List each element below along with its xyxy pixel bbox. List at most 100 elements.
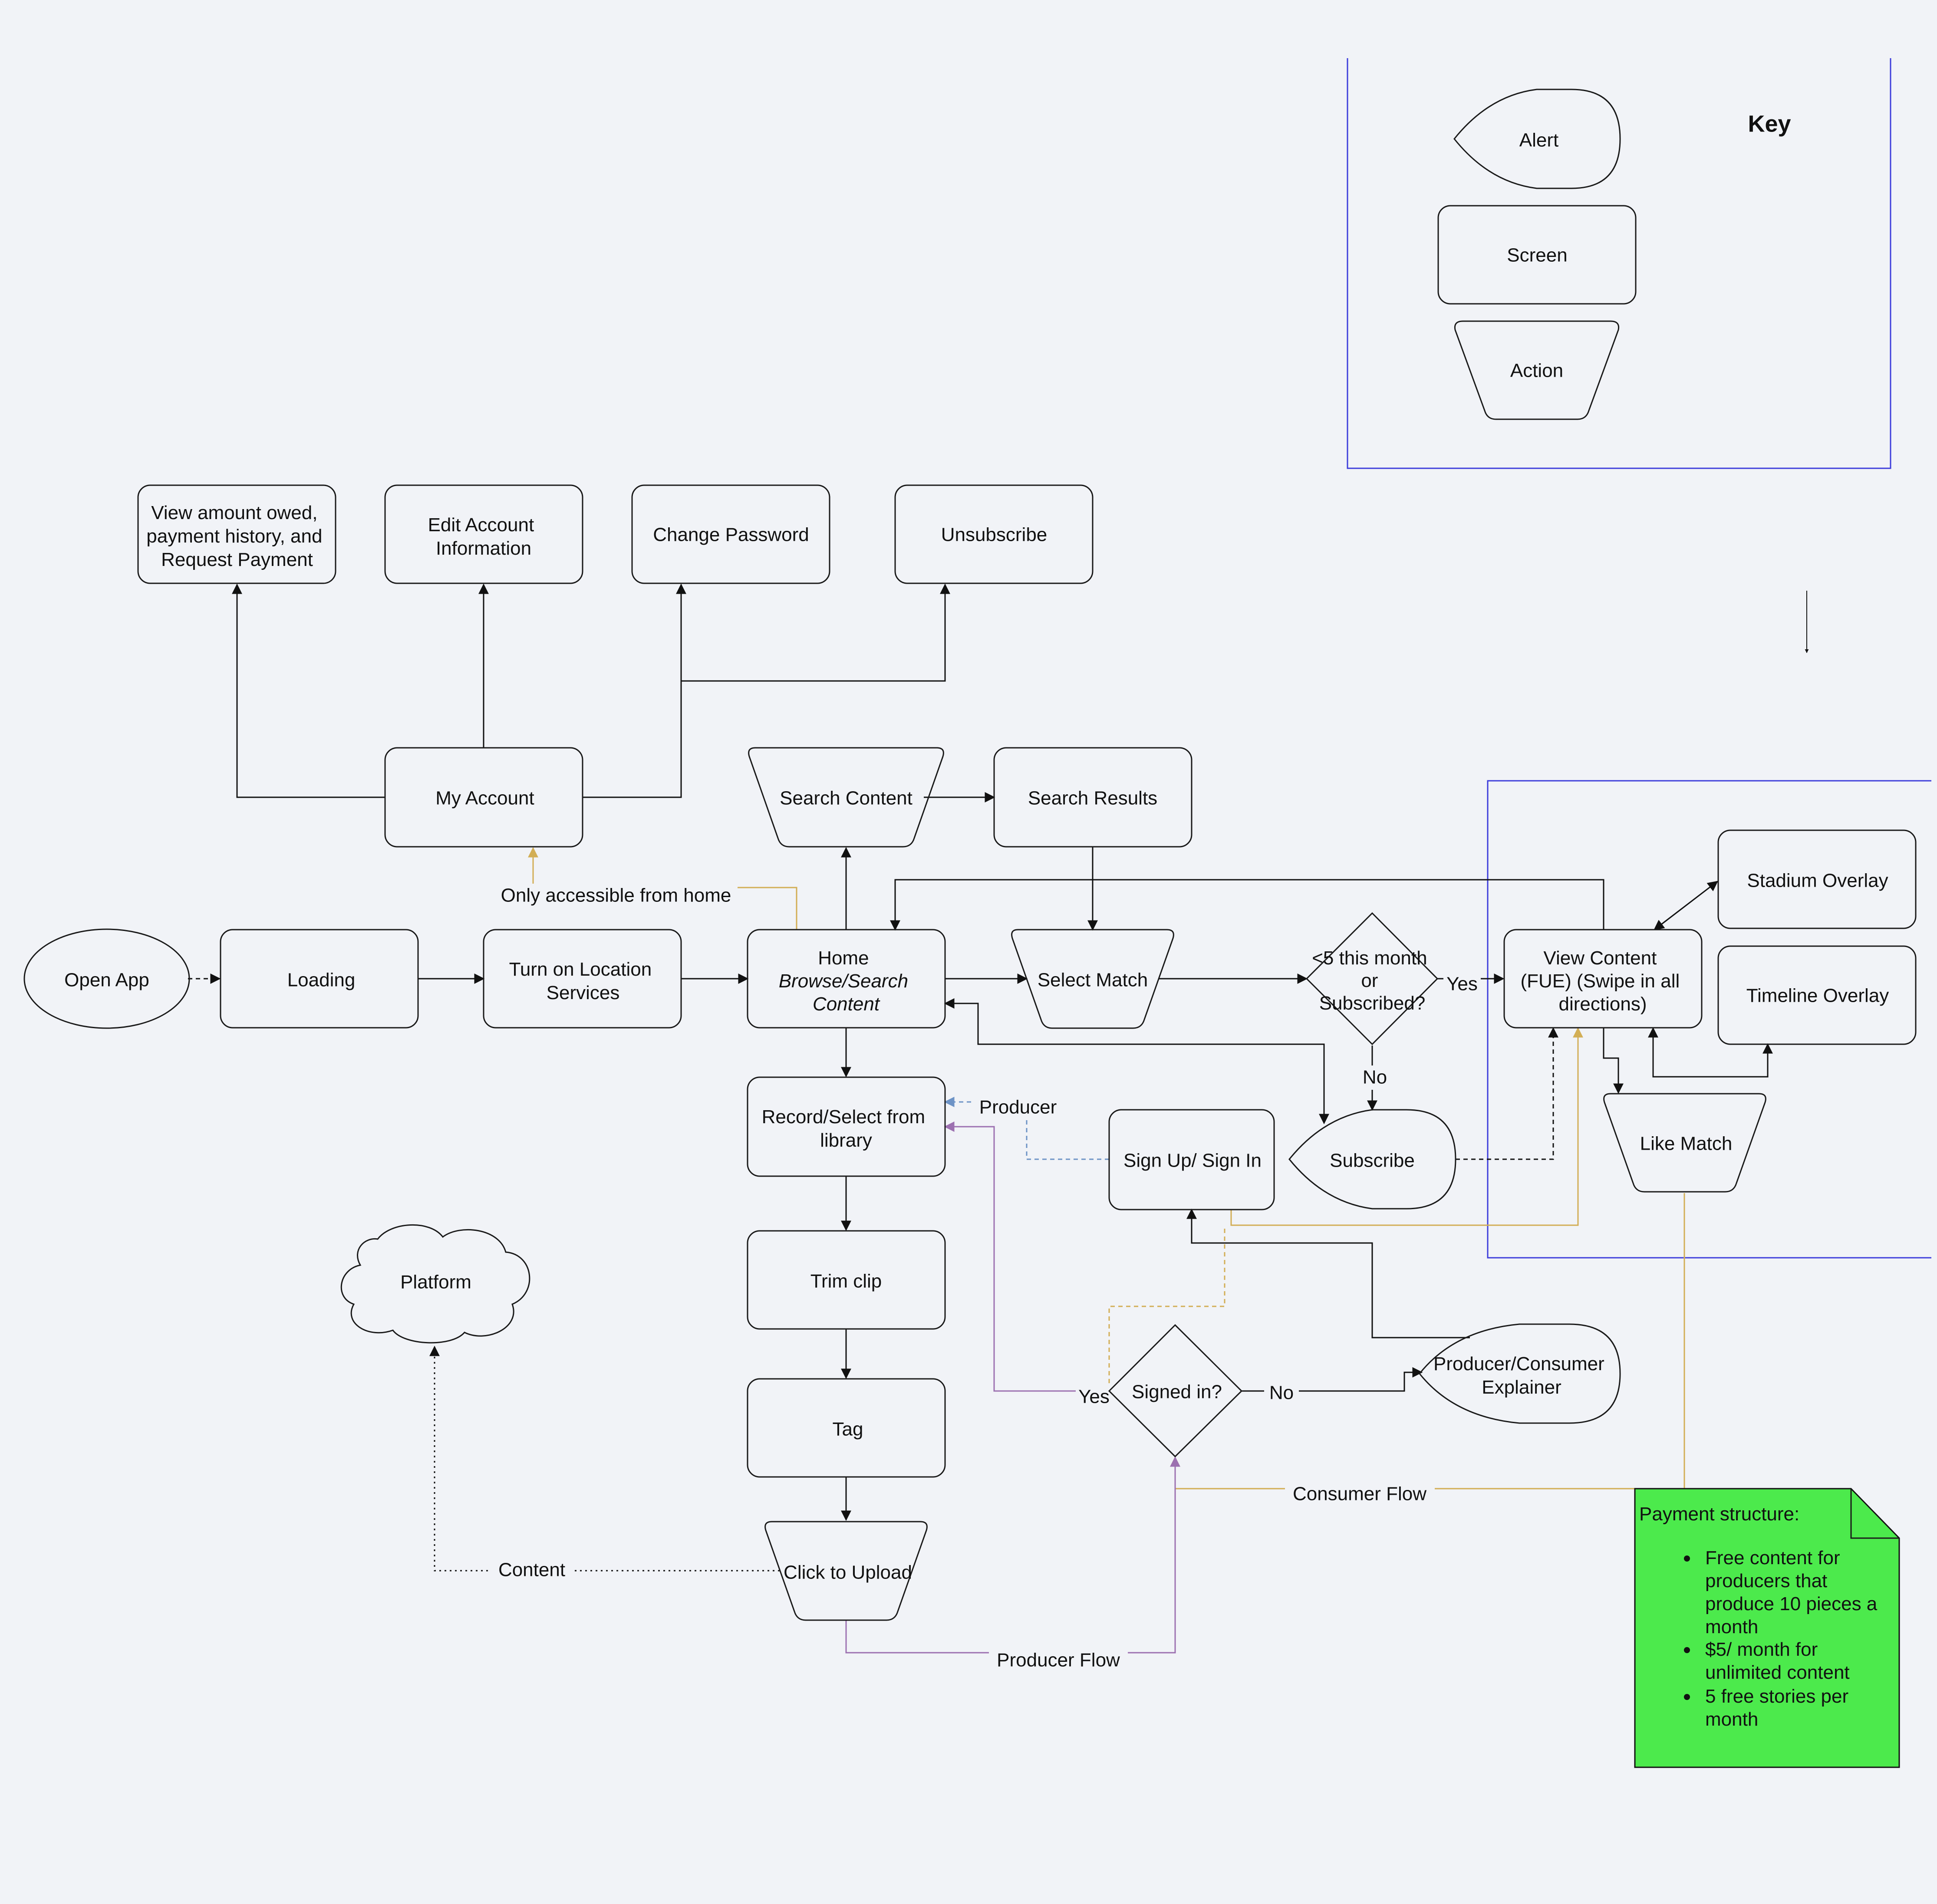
edge-upload-signedin-purple (845, 1456, 1180, 1654)
edge-subscribe-viewcontent (1456, 1027, 1558, 1160)
payment-bullet-3 (1684, 1694, 1690, 1700)
node-loading[interactable] (220, 929, 419, 1029)
key-legend: Key Alert Screen Action (1437, 89, 1791, 420)
node-view-owed[interactable] (137, 484, 336, 584)
key-action-label: Action (1510, 360, 1563, 381)
node-explainer-label: Producer/Consumer Explainer (1433, 1353, 1610, 1398)
edge-viewcontent-home (890, 879, 1604, 931)
node-location-label: Turn on Location Services (509, 959, 657, 1003)
node-record-label: Record/Select from library (762, 1106, 931, 1151)
node-timeline-overlay[interactable] (1717, 945, 1917, 1045)
edge-label-producer-flow: Producer Flow (997, 1650, 1120, 1671)
node-open-app-label: Open App (64, 970, 149, 991)
key-action-shape (1454, 320, 1620, 420)
node-limit-check-label: <5 this month or Subscribed? (1312, 947, 1433, 1014)
node-view-content-label: View Content (FUE) (Swipe in all directi… (1521, 947, 1685, 1015)
node-loading-label: Loading (287, 970, 356, 991)
edge-myaccount-changepassword (582, 583, 686, 798)
node-subscribe[interactable] (1288, 1109, 1456, 1210)
edge-label-no-subscribe: No (1363, 1067, 1387, 1088)
node-search-content-label: Search Content (780, 788, 912, 809)
payment-note-title: Payment structure: (1639, 1503, 1799, 1525)
node-signed-in-label: Signed in? (1132, 1381, 1222, 1403)
node-platform[interactable] (340, 1224, 530, 1344)
payment-item-2: $5/ month for unlimited content (1705, 1639, 1850, 1683)
edge-upload-platform (429, 1345, 780, 1572)
node-home[interactable] (747, 929, 946, 1029)
nodes: View amount owed, payment history, and R… (23, 484, 1917, 1621)
edge-label-no-signed: No (1269, 1382, 1294, 1404)
node-timeline-overlay-label: Timeline Overlay (1746, 985, 1889, 1006)
node-edit-account-label: Edit Account Information (428, 514, 540, 559)
node-platform-label: Platform (400, 1272, 471, 1293)
node-like-match-label: Like Match (1640, 1133, 1733, 1154)
payment-item-3: 5 free stories per month (1705, 1686, 1854, 1730)
node-search-results-label: Search Results (1028, 788, 1157, 809)
edge-signup-viewcontent-gold (1230, 1027, 1583, 1226)
node-trim-label: Trim clip (810, 1271, 882, 1292)
node-sign-up[interactable] (1108, 1109, 1275, 1210)
node-view-content[interactable] (1503, 929, 1703, 1029)
key-alert-shape (1453, 89, 1621, 189)
edge-explainer-signup (1186, 1208, 1470, 1338)
node-my-account-label: My Account (435, 788, 534, 809)
payment-bullet-2 (1684, 1647, 1690, 1653)
edge-label-only-home: Only accessible from home (501, 885, 731, 906)
edge-home-subscribe-loop (944, 998, 1329, 1125)
edge-viewcontent-likematch (1603, 1028, 1624, 1094)
node-stadium-overlay[interactable] (1717, 829, 1917, 929)
node-stadium-overlay-label: Stadium Overlay (1747, 870, 1888, 891)
node-search-content[interactable] (748, 747, 944, 848)
edge-signedin-signup-gold (1108, 1225, 1225, 1391)
edge-viewcontent-timeline (1648, 1027, 1773, 1078)
node-trim[interactable] (747, 1230, 946, 1330)
payment-bullet-1 (1684, 1555, 1690, 1562)
node-subscribe-label: Subscribe (1330, 1150, 1415, 1171)
edge-label-consumer-flow: Consumer Flow (1293, 1483, 1426, 1505)
edge-signedin-record-purple (944, 1121, 1109, 1392)
edge-signedin-explainer (1242, 1367, 1423, 1392)
edge-labels: Only accessible from home Yes No Produce… (491, 884, 1481, 1674)
node-upload[interactable] (764, 1521, 928, 1621)
key-screen-label: Screen (1507, 245, 1567, 266)
node-change-password-label: Change Password (653, 524, 809, 546)
payment-note: Payment structure: Free content for prod… (1634, 1488, 1900, 1768)
node-signed-in[interactable] (1108, 1324, 1243, 1458)
node-open-app[interactable] (23, 928, 190, 1029)
edge-label-content: Content (498, 1559, 565, 1581)
node-explainer[interactable] (1419, 1323, 1621, 1424)
key-alert-label: Alert (1519, 130, 1558, 151)
node-unsubscribe[interactable] (894, 484, 1094, 584)
content-region (1487, 780, 1931, 1259)
node-unsubscribe-label: Unsubscribe (941, 524, 1048, 546)
node-edit-account[interactable] (384, 484, 583, 584)
node-upload-label: Click to Upload (784, 1562, 912, 1583)
key-screen-shape (1437, 205, 1637, 305)
edge-likematch-signedin-gold (1170, 1193, 1685, 1490)
node-sign-up-label: Sign Up/ Sign In (1123, 1150, 1262, 1171)
edge-myaccount-unsubscribe (681, 583, 950, 682)
node-view-owed-label: View amount owed, payment history, and R… (146, 502, 327, 570)
node-change-password[interactable] (631, 484, 830, 584)
node-tag[interactable] (747, 1378, 946, 1478)
node-select-match-label: Select Match (1038, 970, 1148, 991)
edge-label-yes-signed: Yes (1078, 1386, 1110, 1407)
payment-note-fold (1850, 1489, 1899, 1539)
edge-viewcontent-stadium (1654, 881, 1718, 931)
node-home-label: Home Browse/Search Content (779, 947, 914, 1015)
node-my-account[interactable] (384, 747, 583, 848)
node-search-results[interactable] (993, 747, 1193, 848)
edge-myaccount-viewowed (232, 583, 385, 798)
key-title: Key (1748, 111, 1791, 137)
node-like-match[interactable] (1603, 1093, 1766, 1193)
payment-note-shape (1634, 1488, 1900, 1768)
node-location[interactable] (483, 929, 682, 1029)
node-record[interactable] (747, 1076, 946, 1177)
key-region (1347, 58, 1891, 469)
edge-label-producer: Producer (979, 1097, 1057, 1118)
node-limit-check[interactable] (1305, 912, 1439, 1046)
node-select-match[interactable] (1011, 929, 1174, 1029)
payment-item-1: Free content for producers that produce … (1705, 1547, 1883, 1638)
